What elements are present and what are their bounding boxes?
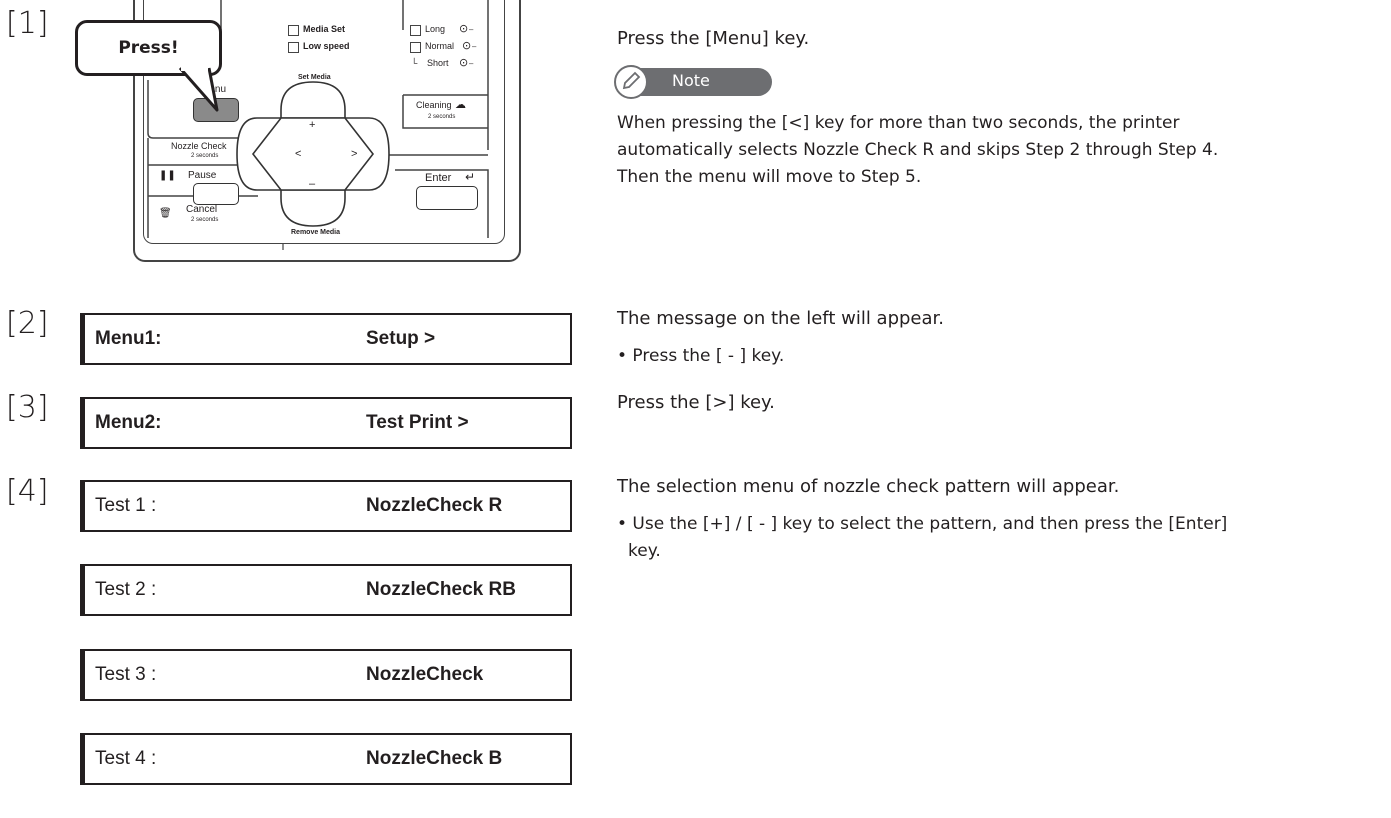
display-test1-left: Test 1 : — [95, 495, 157, 516]
plus-key-symbol: + — [309, 119, 316, 131]
step4-bullet-line2: key. — [628, 541, 661, 561]
display-test4-left: Test 4 : — [95, 748, 157, 769]
note-line-3: Then the menu will move to Step 5. — [617, 167, 922, 187]
display-test2-right: NozzleCheck RB — [366, 579, 516, 600]
control-panel-illustration: Media Set Low speed Long ⊙₋ Normal ⊙₋ └ … — [133, 0, 521, 262]
press-callout-text: Press! — [118, 38, 179, 58]
note-label: Note — [672, 71, 710, 90]
step-label-1: [1] — [6, 6, 49, 41]
left-key-symbol: < — [295, 148, 302, 160]
note-line-2: automatically selects Nozzle Check R and… — [617, 140, 1219, 160]
long-label: Long — [425, 24, 446, 34]
press-callout: Press! — [75, 20, 222, 76]
display-test2-left: Test 2 : — [95, 579, 157, 600]
set-media-label: Set Media — [298, 74, 331, 81]
long-icon: ⊙₋ — [459, 23, 475, 35]
step-label-2: [2] — [6, 306, 49, 341]
callout-pointer — [178, 67, 219, 112]
pencil-icon — [622, 71, 641, 90]
display-menu2: Menu2: Test Print > — [80, 397, 572, 449]
display-test3: Test 3 : NozzleCheck — [80, 649, 572, 701]
enter-key[interactable] — [416, 186, 478, 210]
media-set-label: Media Set — [303, 24, 346, 34]
low-speed-label: Low speed — [303, 41, 350, 51]
display-menu2-right: Test Print > — [366, 412, 469, 433]
step2-instruction: The message on the left will appear. — [617, 308, 944, 329]
display-menu1: Menu1: Setup > — [80, 313, 572, 365]
nozzle-check-label: Nozzle Check — [171, 141, 227, 151]
short-bracket-icon: └ — [411, 58, 418, 68]
display-test4: Test 4 : NozzleCheck B — [80, 733, 572, 785]
note-line-1: When pressing the [<] key for more than … — [617, 113, 1180, 133]
display-test1: Test 1 : NozzleCheck R — [80, 480, 572, 532]
cancel-hold-label: 2 seconds — [191, 217, 219, 223]
minus-key-symbol: – — [309, 178, 316, 190]
display-menu1-left: Menu1: — [95, 328, 162, 349]
step1-instruction: Press the [Menu] key. — [617, 28, 810, 49]
panel-inner-frame — [143, 0, 505, 244]
pause-label: Pause — [188, 170, 217, 181]
normal-icon: ⊙₋ — [462, 40, 478, 52]
display-menu2-left: Menu2: — [95, 412, 162, 433]
cleaning-hold-label: 2 seconds — [428, 114, 456, 120]
cancel-trash-icon: 🗑 — [159, 208, 172, 219]
media-set-indicator — [288, 25, 299, 36]
display-test4-right: NozzleCheck B — [366, 748, 503, 769]
long-indicator — [410, 25, 421, 36]
pause-icon: ❚❚ — [159, 170, 176, 181]
step2-bullet: • Press the [ - ] key. — [617, 346, 785, 366]
note-text: When pressing the [<] key for more than … — [617, 110, 1357, 191]
display-test1-right: NozzleCheck R — [366, 495, 503, 516]
normal-indicator — [410, 42, 421, 53]
cleaning-icon: ☁ — [455, 99, 466, 111]
short-label: Short — [427, 58, 449, 68]
normal-label: Normal — [425, 41, 455, 51]
panel-linework — [147, 0, 489, 250]
display-test3-right: NozzleCheck — [366, 664, 484, 685]
step4-bullet-line1: • Use the [+] / [ - ] key to select the … — [617, 514, 1228, 534]
nozzle-check-hold-label: 2 seconds — [191, 153, 219, 159]
display-menu1-right: Setup > — [366, 328, 436, 349]
display-test2: Test 2 : NozzleCheck RB — [80, 564, 572, 616]
step4-instruction: The selection menu of nozzle check patte… — [617, 476, 1120, 497]
pause-cancel-key[interactable] — [193, 183, 239, 205]
note-badge: Note — [614, 65, 774, 99]
step-label-4: [4] — [6, 474, 49, 509]
short-icon: ⊙₋ — [459, 57, 475, 69]
remove-media-label: Remove Media — [291, 229, 341, 236]
low-speed-indicator — [288, 42, 299, 53]
step3-instruction: Press the [>] key. — [617, 392, 775, 413]
display-test3-left: Test 3 : — [95, 664, 157, 685]
cancel-label: Cancel — [186, 204, 218, 215]
enter-arrow-icon: ↵ — [465, 170, 476, 184]
enter-label: Enter — [425, 172, 452, 184]
right-key-symbol: > — [351, 148, 358, 160]
step-label-3: [3] — [6, 390, 49, 425]
cleaning-label: Cleaning — [416, 100, 452, 110]
